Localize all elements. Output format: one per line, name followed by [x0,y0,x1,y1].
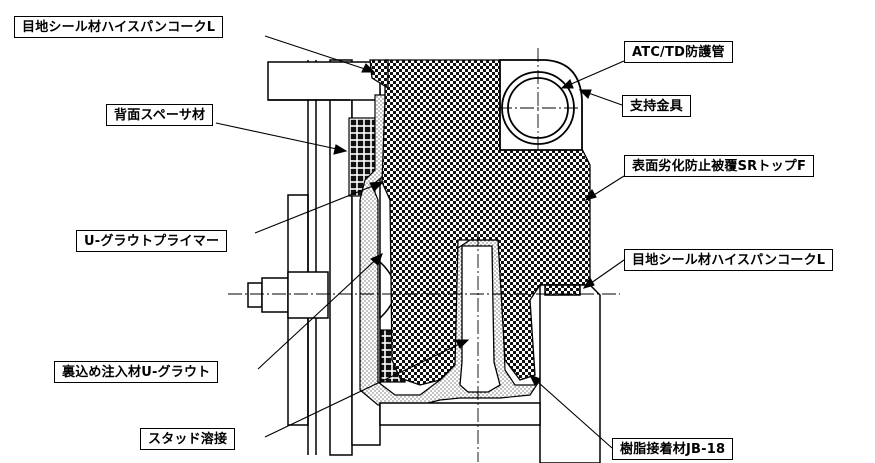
label-joint-seal-right: 目地シール材ハイスパンコークL [624,249,834,271]
bottom-plate [379,402,541,426]
top-beam [267,61,381,101]
label-backfill-injection: 裏込め注入材U-グラウト [54,361,219,383]
label-resin-adhesive: 樹脂接着材JB-18 [612,438,734,460]
label-atc-td-pipe: ATC/TD防護管 [624,41,733,63]
label-surface-coating: 表面劣化防止被覆SRトップF [624,155,815,177]
label-back-spacer: 背面スペーサ材 [106,104,214,126]
label-joint-seal-top: 目地シール材ハイスパンコークL [14,16,224,38]
label-support-bracket: 支持金具 [622,95,691,117]
coating-body [381,59,591,386]
stud-channel [459,245,501,393]
leader-lines [215,35,625,449]
right-flange [539,284,601,463]
center-lines [228,48,620,462]
atc-pipe [499,59,583,151]
label-u-grout-primer: U-グラウトプライマー [76,230,228,252]
label-stud-welding: スタッド溶接 [140,428,236,450]
